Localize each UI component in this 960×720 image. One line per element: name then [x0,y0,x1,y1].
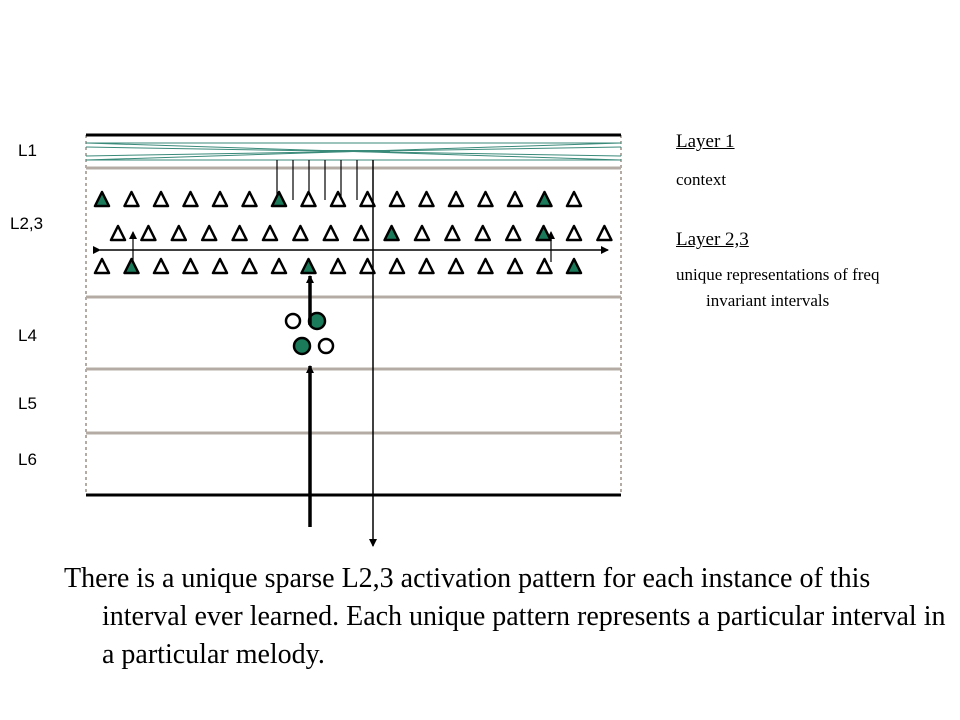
inactive-pyramidal-cell [241,257,258,275]
inactive-pyramidal-cell [140,224,157,242]
slide-caption: There is a unique sparse L2,3 activation… [64,563,946,670]
inactive-pyramidal-cell [447,257,465,275]
inactive-pyramidal-cell [292,224,309,242]
inactive-pyramidal-cell [388,190,406,208]
inactive-pyramidal-cell [241,190,258,208]
active-pyramidal-cell [300,257,317,275]
inactive-pyramidal-cell [322,224,340,242]
inactive-pyramidal-cell [261,224,279,242]
inactive-pyramidal-cell [152,257,170,275]
active-pyramidal-cell [93,190,111,208]
inactive-pyramidal-cell [211,257,229,275]
inactive-pyramidal-cell [170,224,188,242]
inactive-pyramidal-cell [444,224,461,242]
active-pyramidal-cell [123,257,140,275]
active-pyramidal-cell [535,224,552,242]
inactive-pyramidal-cell [447,190,465,208]
l1-descending-fibers [276,160,358,200]
inactive-pyramidal-cell [596,224,613,242]
legend-layer1-desc: context [676,170,727,189]
label-l1: L1 [18,141,37,160]
legend-layer1-title: Layer 1 [676,131,735,152]
inactive-l4-cell [284,312,302,330]
inactive-pyramidal-cell [123,190,140,208]
inactive-pyramidal-cell [506,190,524,208]
label-l4: L4 [18,326,37,345]
l23-pyramidal-cells [93,190,613,275]
inactive-pyramidal-cell [152,190,170,208]
inactive-pyramidal-cell [270,257,288,275]
inactive-pyramidal-cell [109,224,127,242]
inactive-pyramidal-cell [504,224,522,242]
legend-layer23-desc: unique representations of freq invariant… [676,265,880,310]
label-l23: L2,3 [10,214,44,233]
inactive-pyramidal-cell [93,257,111,275]
inactive-pyramidal-cell [565,190,583,208]
l4-cells [284,311,335,356]
inactive-pyramidal-cell [329,190,347,208]
inactive-pyramidal-cell [231,224,248,242]
inactive-pyramidal-cell [413,224,431,242]
inactive-pyramidal-cell [359,190,376,208]
inactive-pyramidal-cell [418,257,435,275]
inactive-pyramidal-cell [359,257,376,275]
inactive-pyramidal-cell [300,190,317,208]
inactive-pyramidal-cell [506,257,524,275]
inactive-pyramidal-cell [477,190,494,208]
inactive-pyramidal-cell [388,257,406,275]
inactive-l4-cell [317,337,335,355]
inactive-pyramidal-cell [329,257,347,275]
active-l4-cell [292,336,312,356]
inactive-pyramidal-cell [474,224,492,242]
inactive-pyramidal-cell [211,190,229,208]
layer1-fibers [85,142,622,161]
inactive-pyramidal-cell [565,224,583,242]
inactive-pyramidal-cell [200,224,218,242]
legend-layer23-title: Layer 2,3 [676,229,749,250]
active-pyramidal-cell [270,190,288,208]
inactive-pyramidal-cell [477,257,494,275]
active-pyramidal-cell [565,257,583,275]
inactive-pyramidal-cell [418,190,435,208]
inactive-pyramidal-cell [536,257,553,275]
label-l5: L5 [18,394,37,413]
inactive-pyramidal-cell [352,224,370,242]
label-l6: L6 [18,450,37,469]
inactive-pyramidal-cell [182,190,199,208]
active-pyramidal-cell [383,224,400,242]
active-pyramidal-cell [536,190,553,208]
inactive-pyramidal-cell [182,257,199,275]
